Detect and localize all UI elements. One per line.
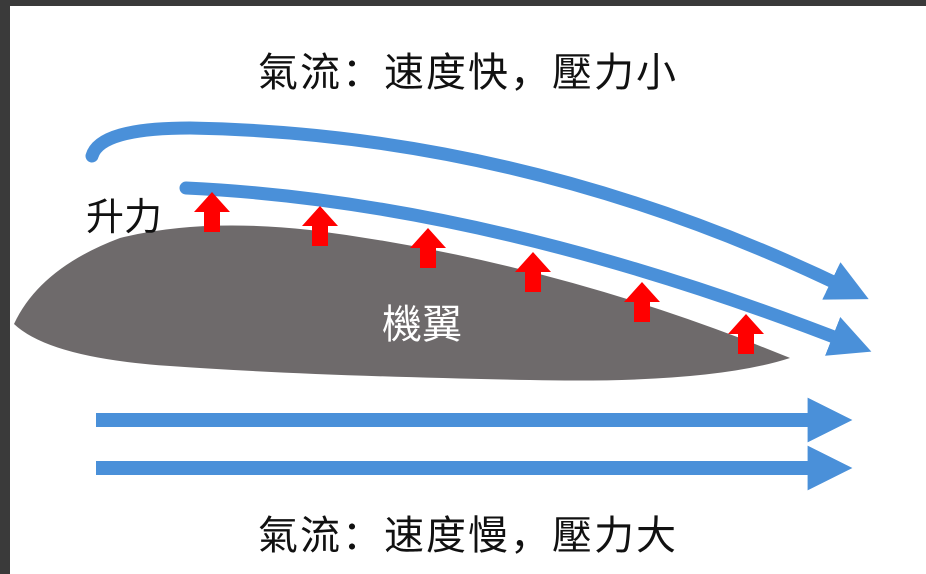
airfoil-diagram: 氣流：速度快，壓力小 升力 機翼 氣流：速度慢，壓力大	[10, 6, 926, 574]
upper-airflow-arrow-outer	[85, 121, 869, 300]
lift-arrow-2	[302, 206, 338, 246]
lift-arrow-4	[515, 252, 551, 292]
upper-airflow-arrow-inner	[179, 181, 872, 356]
lift-arrow-5	[624, 282, 660, 322]
wing-label: 機翼	[382, 302, 462, 348]
diagram-canvas	[14, 121, 872, 491]
window-border-top	[0, 0, 926, 6]
lift-label: 升力	[86, 195, 163, 239]
window-border-left	[0, 0, 10, 574]
lift-arrows	[194, 192, 764, 354]
wing-shape	[14, 225, 790, 381]
caption-bottom-airflow: 氣流：速度慢，壓力大	[258, 513, 678, 559]
lift-arrow-6	[728, 314, 764, 354]
caption-top-airflow: 氣流：速度快，壓力小	[258, 50, 678, 96]
lift-arrow-1	[194, 192, 230, 232]
lift-arrow-3	[410, 228, 446, 268]
